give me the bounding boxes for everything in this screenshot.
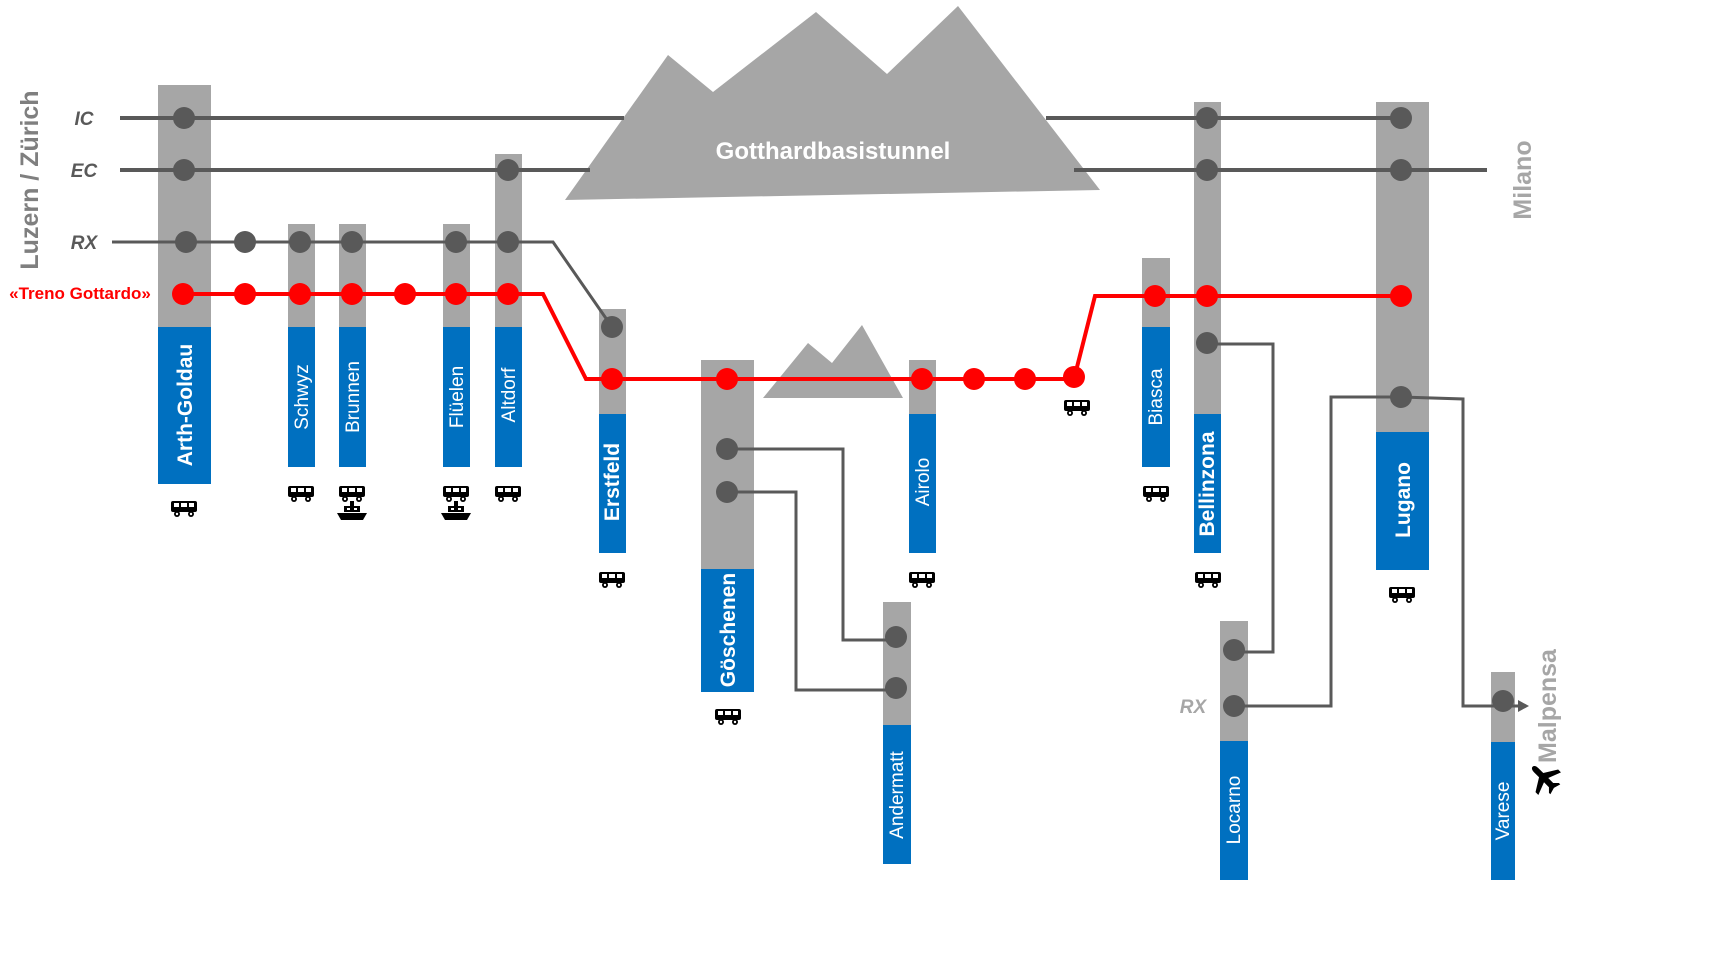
station-label-altdorf: Altdorf bbox=[499, 367, 520, 423]
bus-icon bbox=[909, 572, 935, 588]
line-label-treno-gottardo: «Treno Gottardo» bbox=[9, 284, 151, 303]
station-box-schwyz[interactable] bbox=[288, 327, 315, 467]
line-label-rx-ticino: RX bbox=[1180, 697, 1208, 718]
station-box-flueelen[interactable] bbox=[443, 327, 470, 467]
station-label-varese: Varese bbox=[1493, 782, 1514, 841]
bus-icon bbox=[599, 572, 625, 588]
line-label-rx: RX bbox=[71, 233, 99, 254]
station-box-airolo[interactable] bbox=[909, 414, 936, 553]
bus-icon bbox=[1195, 572, 1221, 588]
side-label-origin: Luzern / Zürich bbox=[16, 90, 44, 269]
bus-icon bbox=[288, 486, 314, 502]
station-label-bellinzona: Bellinzona bbox=[1196, 431, 1219, 536]
station-label-flueelen: Flüelen bbox=[447, 366, 468, 428]
station-label-erstfeld: Erstfeld bbox=[601, 443, 624, 521]
station-boxes bbox=[158, 327, 1515, 880]
mountain-gotthard bbox=[565, 6, 1100, 200]
station-label-locarno: Locarno bbox=[1224, 776, 1245, 845]
station-label-arth-goldau: Arth-Goldau bbox=[174, 344, 197, 466]
station-label-lugano: Lugano bbox=[1392, 462, 1415, 538]
ship-icon bbox=[337, 501, 367, 520]
bus-icon bbox=[1143, 486, 1169, 502]
station-box-andermatt[interactable] bbox=[883, 725, 911, 864]
bus-icon bbox=[339, 486, 365, 502]
station-label-biasca: Biasca bbox=[1146, 368, 1167, 425]
station-box-altdorf[interactable] bbox=[495, 327, 522, 467]
station-box-brunnen[interactable] bbox=[339, 327, 366, 467]
station-box-varese[interactable] bbox=[1491, 742, 1515, 880]
side-label-destination: Milano bbox=[1509, 140, 1537, 219]
mountain-small bbox=[763, 325, 903, 398]
bus-icon bbox=[495, 486, 521, 502]
station-label-goeschenen: Göschenen bbox=[717, 573, 740, 687]
station-box-locarno[interactable] bbox=[1220, 741, 1248, 880]
bus-icon bbox=[715, 709, 741, 725]
line-label-ec: EC bbox=[71, 161, 98, 182]
station-box-biasca[interactable] bbox=[1142, 327, 1170, 467]
red-nodes bbox=[172, 283, 1412, 390]
bus-icon bbox=[1064, 400, 1090, 416]
bus-icon bbox=[171, 501, 197, 517]
grey-nodes bbox=[173, 107, 1514, 717]
connection-icons bbox=[171, 400, 1567, 801]
station-box-goeschenen[interactable] bbox=[701, 569, 754, 692]
line-branches bbox=[727, 342, 1521, 708]
station-box-lugano[interactable] bbox=[1376, 432, 1429, 570]
bus-icon bbox=[443, 486, 469, 502]
station-box-arth-goldau[interactable] bbox=[158, 327, 211, 484]
station-box-bellinzona[interactable] bbox=[1194, 414, 1221, 553]
station-box-erstfeld[interactable] bbox=[599, 414, 626, 553]
side-label-airport: Malpensa bbox=[1534, 648, 1562, 763]
arrow-malpensa bbox=[1518, 700, 1529, 712]
ship-icon bbox=[441, 501, 471, 520]
station-label-airolo: Airolo bbox=[913, 458, 934, 507]
bus-icon bbox=[1389, 587, 1415, 603]
line-label-ic: IC bbox=[75, 109, 94, 130]
station-label-schwyz: Schwyz bbox=[292, 364, 313, 429]
station-label-andermatt: Andermatt bbox=[887, 750, 908, 838]
station-label-brunnen: Brunnen bbox=[343, 361, 364, 433]
tunnel-label: Gotthardbasistunnel bbox=[716, 138, 951, 165]
line-rx bbox=[112, 240, 614, 328]
